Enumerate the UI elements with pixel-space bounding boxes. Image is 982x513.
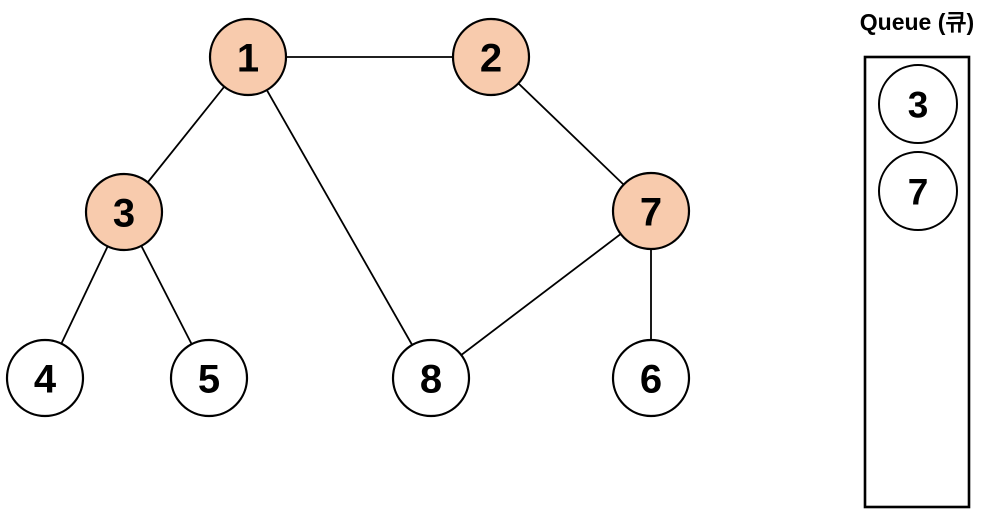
node-label: 6 <box>640 357 662 401</box>
node-label: 7 <box>640 190 662 234</box>
node-layer: 1 2 3 7 4 5 8 6 <box>5 17 691 418</box>
queue-title: Queue (큐) <box>859 9 975 35</box>
unvisited-node-circle <box>611 338 691 418</box>
node-label: 1 <box>237 36 259 80</box>
visited-node-circle <box>451 17 531 97</box>
node-label: 3 <box>113 191 135 235</box>
queue-item-3: 3 <box>878 64 958 144</box>
node-label: 4 <box>34 357 57 401</box>
unvisited-node-circle <box>5 338 85 418</box>
queue-item-circle <box>878 64 958 144</box>
queue-item-label: 7 <box>908 171 929 212</box>
unvisited-node-circle <box>169 338 249 418</box>
graph-node-4: 4 <box>5 338 85 418</box>
graph-node-2: 2 <box>451 17 531 97</box>
queue-panel: 37 <box>863 55 971 509</box>
queue-item-label: 3 <box>908 84 929 125</box>
node-label: 5 <box>198 357 220 401</box>
queue-item-circle <box>878 151 958 231</box>
node-label: 8 <box>420 357 442 401</box>
graph-node-1: 1 <box>208 17 288 97</box>
graph-node-7: 7 <box>611 171 691 251</box>
queue-item-7: 7 <box>878 151 958 231</box>
visited-node-circle <box>84 172 164 252</box>
graph-node-8: 8 <box>391 338 471 418</box>
edge-1-8 <box>247 56 432 379</box>
node-label: 2 <box>480 36 502 80</box>
graph-node-6: 6 <box>611 338 691 418</box>
graph-node-5: 5 <box>169 338 249 418</box>
edge-7-8 <box>430 210 652 379</box>
unvisited-node-circle <box>391 338 471 418</box>
visited-node-circle <box>611 171 691 251</box>
graph-node-3: 3 <box>84 172 164 252</box>
visited-node-circle <box>208 17 288 97</box>
